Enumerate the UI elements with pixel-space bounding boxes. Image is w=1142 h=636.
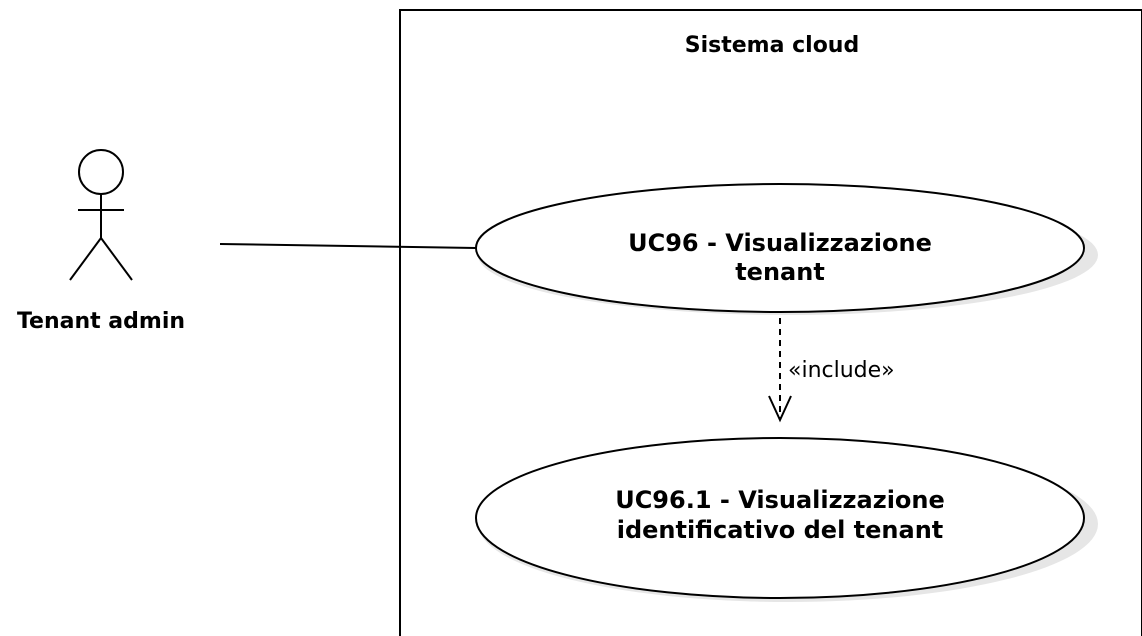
use-case-uc96-ellipse xyxy=(475,183,1085,313)
actor-label: Tenant admin xyxy=(17,309,185,334)
use-case-uc96-1-label-line2: identificativo del tenant xyxy=(617,516,944,544)
association-line xyxy=(219,243,477,249)
use-case-uc96-1-label-line1: UC96.1 - Visualizzazione xyxy=(615,486,945,514)
use-case-uc96[interactable]: UC96 - Visualizzazione tenant xyxy=(475,183,1098,315)
system-title: Sistema cloud xyxy=(685,33,859,58)
include-arrow-head xyxy=(768,395,792,423)
include-label: «include» xyxy=(788,358,895,383)
use-case-uc96-label-line1: UC96 - Visualizzazione xyxy=(628,229,932,257)
use-case-uc96-1[interactable]: UC96.1 - Visualizzazione identificativo … xyxy=(475,437,1098,602)
use-case-uc96-label-line2: tenant xyxy=(735,258,825,286)
actor-icon xyxy=(69,149,133,281)
use-case-uc96-1-ellipse xyxy=(475,437,1085,599)
